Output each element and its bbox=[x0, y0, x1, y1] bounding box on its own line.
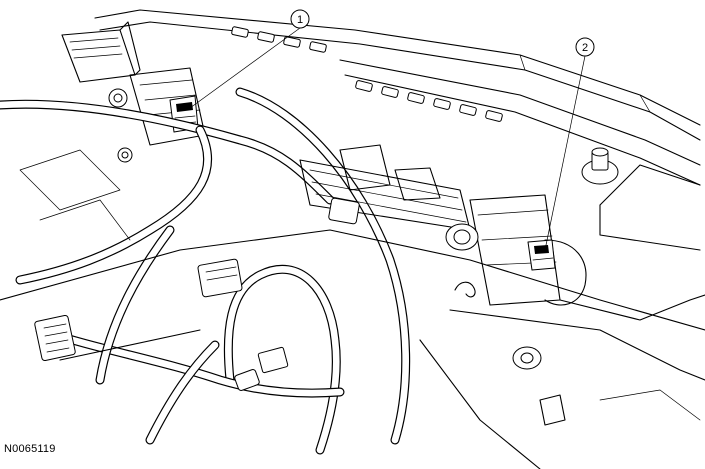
wiring-harness bbox=[0, 87, 411, 455]
cowl-vent-slots bbox=[231, 26, 503, 122]
figure-id: N0065119 bbox=[4, 443, 56, 455]
cowl-panel bbox=[94, 9, 701, 251]
callout-2-label: 2 bbox=[582, 42, 588, 54]
connector-2 bbox=[527, 239, 556, 271]
mounting-stud bbox=[581, 147, 619, 185]
callout-2: 2 bbox=[544, 37, 595, 251]
lower-subframe bbox=[0, 147, 705, 469]
retaining-clip bbox=[454, 281, 476, 298]
right-bracket bbox=[445, 194, 587, 306]
center-connector-blocks bbox=[197, 258, 289, 391]
callout-1: 1 bbox=[189, 9, 310, 109]
callout-1-label: 1 bbox=[297, 14, 303, 26]
left-multipin-connector bbox=[34, 314, 76, 362]
